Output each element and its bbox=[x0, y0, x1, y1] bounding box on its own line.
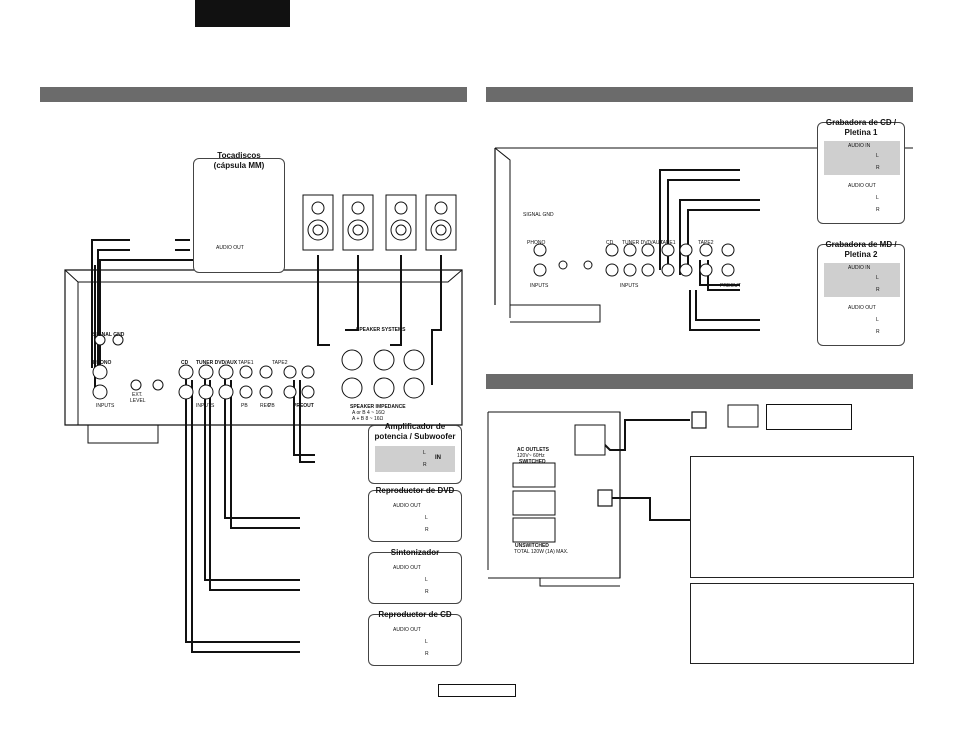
md-recorder-out-l: L bbox=[876, 317, 879, 323]
phono-label: PHONO bbox=[93, 360, 112, 366]
tuner-dvd-aux-label: TUNER DVD/AUX bbox=[196, 360, 238, 366]
power-amp-title-2: potencia / Subwoofer bbox=[374, 432, 456, 441]
cd-jack-label: CD bbox=[181, 360, 189, 366]
speaker-systems-label: SPEAKER SYSTEMS bbox=[356, 327, 406, 333]
dvd-r: R bbox=[425, 527, 429, 533]
inputs-label-left: INPUTS bbox=[96, 403, 115, 409]
cd-recorder-title-2: Pletina 1 bbox=[844, 128, 878, 137]
md-recorder-title-2: Pletina 2 bbox=[844, 250, 878, 259]
cd-player-title: Reproductor de CD bbox=[378, 610, 452, 619]
rec-label-1: REC bbox=[260, 403, 271, 409]
cd-recorder-out-r: R bbox=[876, 207, 880, 213]
md-recorder-box: Grabadora de MD /Pletina 2 AUDIO IN L R … bbox=[817, 240, 905, 346]
md-recorder-out-label: AUDIO OUT bbox=[848, 305, 876, 311]
impedance-a: A or B 4 ~ 16Ω bbox=[352, 410, 385, 416]
inputs-label-mid: INPUTS bbox=[196, 403, 215, 409]
power-amp-l: L bbox=[423, 450, 426, 456]
dvd-l: L bbox=[425, 515, 428, 521]
tuner-r: R bbox=[425, 589, 429, 595]
note-box-1 bbox=[690, 456, 914, 578]
cd-recorder-out-l: L bbox=[876, 195, 879, 201]
cd-recorder-in-label: AUDIO IN bbox=[848, 143, 871, 149]
wall-outlet-label-box bbox=[766, 404, 852, 430]
pb-label-1: PB bbox=[241, 403, 248, 409]
md-recorder-in-l: L bbox=[876, 275, 879, 281]
section-bar-inputs bbox=[40, 87, 467, 102]
signal-gnd-label-r: SIGNAL GND bbox=[523, 212, 554, 218]
preout-label: PREOUT bbox=[293, 403, 314, 409]
dvd-player-title: Reproductor de DVD bbox=[375, 486, 455, 495]
cd-label-r: CD bbox=[606, 240, 614, 246]
tuner-dvd-aux-label-r: TUNER DVD/AUX bbox=[622, 240, 663, 246]
cd-recorder-in-panel: AUDIO IN L R bbox=[824, 141, 900, 175]
dvd-audio-out: AUDIO OUT bbox=[393, 503, 421, 509]
turntable-title-1: Tocadiscos bbox=[217, 151, 261, 160]
dvd-player-box: Reproductor de DVD AUDIO OUT L R bbox=[368, 486, 462, 542]
turntable-title-2: (cápsula MM) bbox=[213, 161, 265, 170]
md-recorder-title-1: Grabadora de MD / bbox=[825, 240, 897, 249]
phono-label-r: PHONO bbox=[527, 240, 546, 246]
tape1-label-r: TAPE1 bbox=[660, 240, 676, 246]
tape2-label: TAPE2 bbox=[272, 360, 288, 366]
cd-recorder-box: Grabadora de CD /Pletina 1 AUDIO IN L R … bbox=[817, 118, 905, 224]
power-amp-title-1: Amplificador de bbox=[384, 422, 446, 431]
unswitched-label: UNSWITCHED bbox=[515, 543, 549, 549]
impedance-ab: A + B 8 ~ 16Ω bbox=[352, 416, 384, 422]
pb-label-2: PB bbox=[268, 403, 275, 409]
md-recorder-in-r: R bbox=[876, 287, 880, 293]
tape2-label-r: TAPE2 bbox=[698, 240, 714, 246]
ac-voltage-label: 120V~ 60Hz bbox=[517, 453, 545, 459]
md-recorder-out-r: R bbox=[876, 329, 880, 335]
cd-audio-out: AUDIO OUT bbox=[393, 627, 421, 633]
power-amp-in-label: IN bbox=[435, 455, 441, 461]
preout-label-r: PREOUT bbox=[720, 283, 741, 289]
cd-l: L bbox=[425, 639, 428, 645]
tuner-l: L bbox=[425, 577, 428, 583]
note-box-2 bbox=[690, 583, 914, 664]
tape1-label: TAPE1 bbox=[238, 360, 254, 366]
power-amp-in-panel: L R IN bbox=[375, 446, 455, 472]
inputs-label-r1: INPUTS bbox=[530, 283, 549, 289]
turntable-box: Tocadiscos(cápsula MM) AUDIO OUT bbox=[193, 151, 285, 273]
section-bar-recorders bbox=[486, 87, 913, 102]
signal-gnd-label: SIGNAL GND bbox=[93, 332, 125, 338]
cd-recorder-title-1: Grabadora de CD / bbox=[825, 118, 897, 127]
ext-level-b: LEVEL bbox=[130, 398, 146, 404]
tuner-audio-out: AUDIO OUT bbox=[393, 565, 421, 571]
language-tab bbox=[195, 0, 290, 27]
impedance-title: SPEAKER IMPEDANCE bbox=[350, 404, 406, 410]
tuner-title: Sintonizador bbox=[390, 548, 440, 557]
cd-recorder-in-l: L bbox=[876, 153, 879, 159]
inputs-label-r2: INPUTS bbox=[620, 283, 639, 289]
ac-outlets-label: AC OUTLETS bbox=[517, 447, 549, 453]
power-amp-r: R bbox=[423, 462, 427, 468]
md-recorder-in-label: AUDIO IN bbox=[848, 265, 871, 271]
page-number-box bbox=[438, 684, 516, 697]
turntable-output-label: AUDIO OUT bbox=[216, 245, 244, 251]
cd-recorder-out-label: AUDIO OUT bbox=[848, 183, 876, 189]
cd-r: R bbox=[425, 651, 429, 657]
tuner-box: Sintonizador AUDIO OUT L R bbox=[368, 548, 462, 604]
ext-level-a: EXT. bbox=[132, 392, 143, 398]
cd-recorder-in-r: R bbox=[876, 165, 880, 171]
switched-label: SWITCHED bbox=[519, 459, 546, 465]
section-bar-power bbox=[486, 374, 913, 389]
total-label: TOTAL 120W (1A) MAX. bbox=[514, 549, 569, 555]
cd-player-box: Reproductor de CD AUDIO OUT L R bbox=[368, 610, 462, 666]
md-recorder-in-panel: AUDIO IN L R bbox=[824, 263, 900, 297]
